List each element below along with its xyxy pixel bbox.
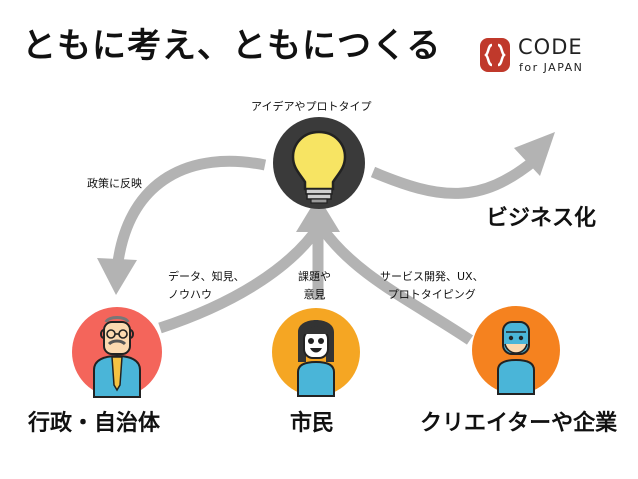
logo-sub: for JAPAN (519, 61, 584, 74)
arrow-center-to-business (370, 155, 539, 199)
creator-flow-line-2: プロトタイピング (387, 288, 476, 301)
policy-label: 政策に反映 (87, 177, 142, 190)
creator-name: クリエイターや企業 (420, 411, 618, 436)
government-name: 行政・自治体 (28, 411, 161, 436)
arrow-center-to-government (112, 155, 267, 263)
citizen-name: 市民 (290, 411, 335, 436)
arrowhead-government (97, 258, 137, 295)
citizen-flow-line-2: 意見 (303, 288, 326, 301)
business-label: ビジネス化 (486, 206, 597, 231)
idea-node (273, 117, 365, 209)
arrow-creator-to-center (317, 224, 474, 345)
government-flow-label: データ、知見、 ノウハウ (168, 268, 245, 304)
flow-arrows (112, 155, 539, 345)
citizen-icon (297, 320, 335, 397)
citizen-node (272, 308, 360, 397)
government-flow-line-1: データ、知見、 (168, 270, 245, 283)
creator-flow-line-1: サービス開発、UX、 (380, 270, 484, 283)
center-label: アイデアやプロトタイプ (251, 100, 372, 113)
official-icon (93, 316, 141, 398)
creator-node (472, 306, 560, 395)
logo-brackets-icon (480, 38, 510, 72)
lightbulb-icon (291, 130, 347, 204)
code-for-japan-logo: CODE for JAPAN (470, 33, 620, 77)
arrow-government-to-center (158, 221, 325, 334)
arrowhead-center (296, 196, 340, 232)
citizen-flow-label: 課題や 意見 (298, 268, 331, 304)
government-node (72, 307, 162, 398)
creator-flow-label: サービス開発、UX、 プロトタイピング (380, 268, 484, 304)
citizen-flow-line-1: 課題や (298, 270, 331, 283)
creator-icon (497, 321, 535, 395)
arrow-heads (97, 132, 555, 295)
logo-name: CODE (518, 35, 583, 59)
arrowhead-business (514, 132, 555, 176)
government-flow-line-2: ノウハウ (168, 288, 212, 301)
page-title: ともに考え、ともにつくる (22, 26, 442, 66)
